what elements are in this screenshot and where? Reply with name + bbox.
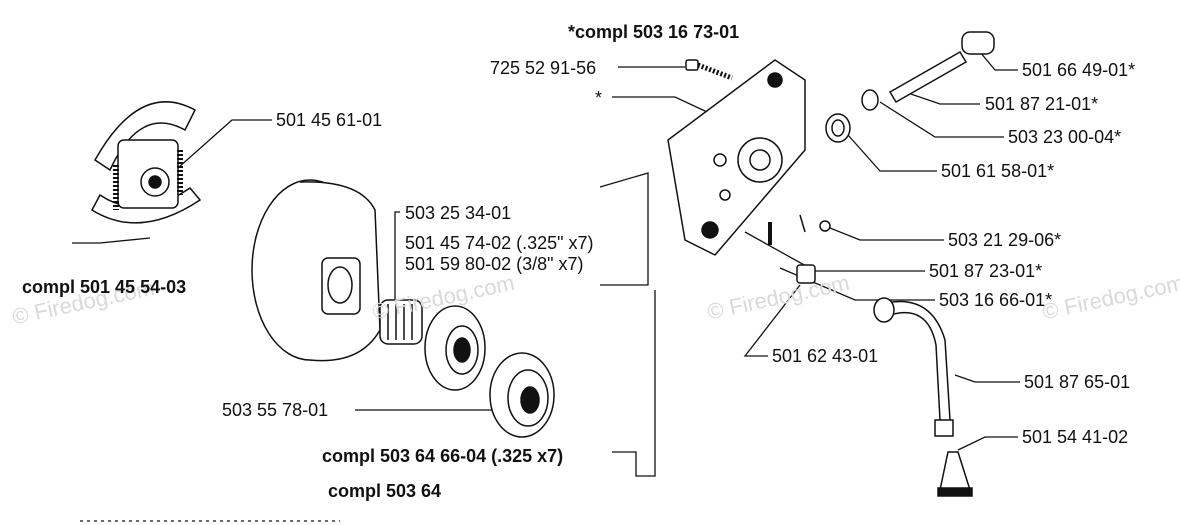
leader-50162431 xyxy=(743,284,801,357)
leader-50154412 xyxy=(957,436,1018,451)
leader-50145611 xyxy=(169,119,272,176)
oil-pump-drawing xyxy=(667,59,806,256)
rim-sprocket-drawing xyxy=(424,305,486,391)
label-50159802: 501 59 80-02 (3/8" x7) xyxy=(405,254,584,274)
spur-sprocket-drawing xyxy=(489,352,555,438)
bracket-top xyxy=(599,172,649,286)
leader-50323004 xyxy=(879,101,1004,138)
label-50187211: 501 87 21-01* xyxy=(985,94,1099,114)
label-compl-50145454: compl 501 45 54-03 xyxy=(22,277,187,297)
leader-50166491 xyxy=(979,51,1018,71)
oil-hose-drawing xyxy=(873,297,954,437)
label-50355781: 503 55 78-01 xyxy=(222,400,329,420)
screw-drawing xyxy=(685,59,733,81)
clutch-drum-drawing xyxy=(251,179,381,362)
label-50145742: 501 45 74-02 (.325" x7) xyxy=(405,233,594,253)
label-50321296: 503 21 29-06* xyxy=(948,230,1062,250)
leader-50187651 xyxy=(954,374,1020,383)
label-50145611: 501 45 61-01 xyxy=(276,110,383,130)
label-star: * xyxy=(595,88,603,108)
label-50154412: 501 54 41-02 xyxy=(1022,427,1129,447)
bracket-bottom xyxy=(612,290,656,477)
label-50325341: 503 25 34-01 xyxy=(405,203,512,223)
oil-filter-drawing xyxy=(937,451,973,497)
needle-bearing-drawing xyxy=(379,299,423,345)
leader-star xyxy=(612,96,721,119)
pump-parts-drawing xyxy=(825,31,995,143)
label-compl-50364-partial: compl 503 64 xyxy=(328,481,442,501)
label-50187231: 501 87 23-01* xyxy=(929,261,1043,281)
label-50187651: 501 87 65-01 xyxy=(1024,372,1131,392)
leader-50187211 xyxy=(904,91,980,105)
label-top-compl: *compl 503 16 73-01 xyxy=(568,22,740,42)
clutch-drawing xyxy=(91,101,202,224)
label-50323004: 503 23 00-04* xyxy=(1008,127,1122,147)
label-compl-50364664: compl 503 64 66-04 (.325 x7) xyxy=(322,446,564,466)
label-50161581: 501 61 58-01* xyxy=(941,161,1055,181)
leader-50325341 xyxy=(394,211,400,330)
leader-compl-50145454 xyxy=(72,237,151,244)
label-725: 725 52 91-56 xyxy=(490,58,597,78)
label-50162431: 501 62 43-01 xyxy=(772,346,879,366)
label-50166491: 501 66 49-01* xyxy=(1022,60,1136,80)
leader-50161581 xyxy=(847,134,937,172)
leader-50321296 xyxy=(829,227,944,241)
label-50316661: 503 16 66-01* xyxy=(939,290,1053,310)
small-parts-drawing xyxy=(768,214,831,284)
